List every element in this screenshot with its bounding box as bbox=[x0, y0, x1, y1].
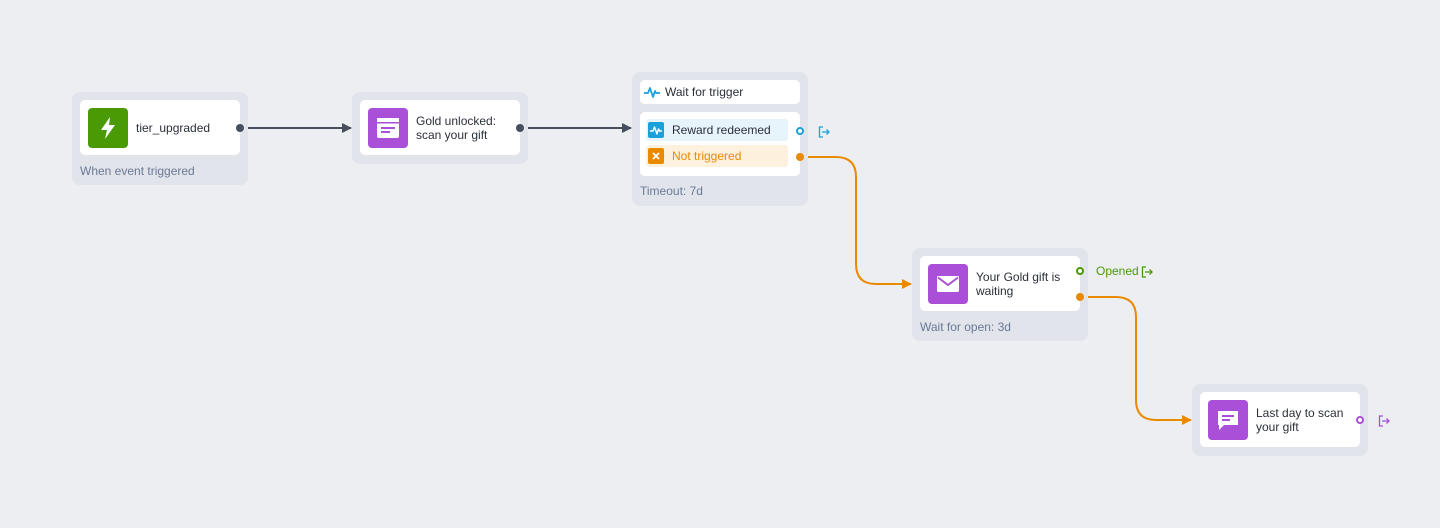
exit-icon bbox=[1141, 265, 1153, 283]
inapp-output-port[interactable] bbox=[516, 124, 524, 132]
branch-reward-redeemed-label: Reward redeemed bbox=[672, 123, 771, 137]
trigger-card[interactable]: tier_upgraded bbox=[80, 100, 240, 155]
wait-branches-card[interactable]: Reward redeemed Not triggered bbox=[640, 112, 800, 176]
pulse-icon bbox=[644, 85, 660, 99]
email-card[interactable]: Your Gold gift is waiting bbox=[920, 256, 1080, 311]
trigger-output-port[interactable] bbox=[236, 124, 244, 132]
email-title: Your Gold gift is waiting bbox=[976, 269, 1061, 298]
inapp-node[interactable]: Gold unlocked: scan your gift bbox=[352, 92, 528, 164]
email-default-output-port[interactable] bbox=[1076, 293, 1084, 301]
wait-node[interactable]: Wait for trigger Reward redeemed Not tri… bbox=[632, 72, 830, 206]
branch-reward-redeemed[interactable]: Reward redeemed bbox=[646, 119, 788, 141]
exit-icon bbox=[818, 125, 830, 143]
sms-title: Last day to scan your gift bbox=[1256, 405, 1344, 434]
close-icon bbox=[648, 148, 664, 164]
lightning-icon bbox=[88, 107, 128, 148]
inapp-card[interactable]: Gold unlocked: scan your gift bbox=[360, 100, 520, 155]
edge-email-to-sms[interactable] bbox=[1084, 296, 1192, 425]
exit-icon bbox=[1378, 414, 1390, 432]
email-caption: Wait for open: 3d bbox=[920, 320, 1011, 334]
trigger-caption: When event triggered bbox=[80, 164, 195, 178]
wait-caption: Timeout: 7d bbox=[640, 184, 703, 198]
chat-message-icon bbox=[1208, 399, 1248, 440]
opened-label: Opened bbox=[1096, 264, 1139, 278]
wait-header-title: Wait for trigger bbox=[665, 85, 744, 99]
sms-output-port[interactable] bbox=[1356, 416, 1364, 424]
edge-not-triggered-to-email[interactable] bbox=[804, 156, 912, 289]
opened-output-port[interactable] bbox=[1076, 267, 1084, 275]
branch-not-triggered[interactable]: Not triggered bbox=[646, 145, 788, 167]
trigger-node[interactable]: tier_upgraded When event triggered bbox=[72, 92, 248, 185]
reward-redeemed-output-port[interactable] bbox=[796, 127, 804, 135]
branch-not-triggered-label: Not triggered bbox=[672, 149, 742, 163]
email-node[interactable]: Your Gold gift is waiting Wait for open:… bbox=[912, 248, 1153, 341]
pulse-icon bbox=[648, 122, 664, 138]
in-app-message-icon bbox=[368, 107, 408, 148]
inapp-title: Gold unlocked: scan your gift bbox=[416, 113, 497, 142]
envelope-icon bbox=[928, 263, 968, 304]
not-triggered-output-port[interactable] bbox=[796, 153, 804, 161]
trigger-title: tier_upgraded bbox=[136, 120, 211, 135]
sms-node[interactable]: Last day to scan your gift bbox=[1192, 384, 1390, 456]
sms-card[interactable]: Last day to scan your gift bbox=[1200, 392, 1360, 447]
wait-header-card[interactable]: Wait for trigger bbox=[640, 80, 800, 104]
